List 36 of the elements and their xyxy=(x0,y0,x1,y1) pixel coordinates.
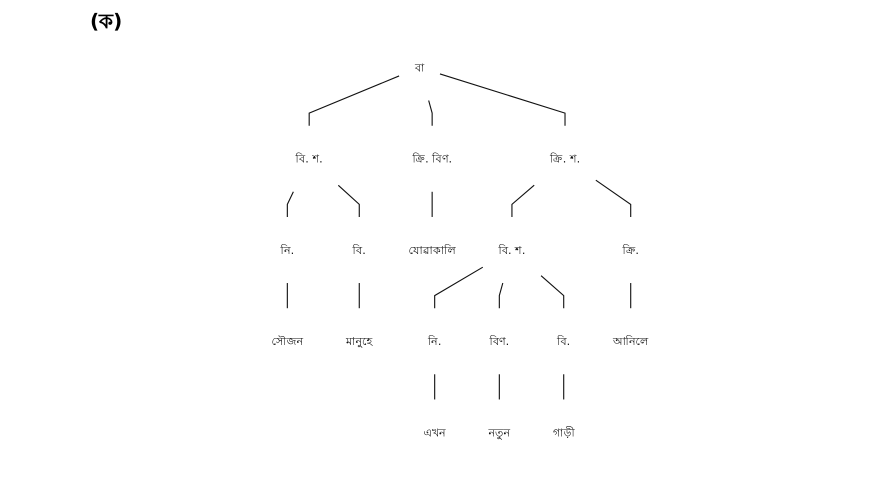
connector xyxy=(540,275,564,308)
connector xyxy=(434,266,484,308)
connector xyxy=(358,283,360,308)
node-text: বি. শ. xyxy=(498,243,526,257)
node-text: বা xyxy=(414,60,424,74)
node-text: সৌজন xyxy=(271,334,304,348)
node-text: নি. xyxy=(428,334,442,348)
connector xyxy=(498,282,504,308)
connector xyxy=(630,283,632,308)
connector xyxy=(308,75,400,126)
node-text: মানুহে xyxy=(346,334,373,348)
connector xyxy=(286,283,288,308)
node-text: যোৱাকালি xyxy=(408,243,456,257)
node-text: ক্রি. শ. xyxy=(550,152,580,166)
node-text: ক্রি. বিণ. xyxy=(412,152,452,166)
connector xyxy=(440,73,566,126)
connector xyxy=(434,374,436,400)
node-text: বিণ. xyxy=(489,334,510,348)
connector xyxy=(511,184,535,217)
connector xyxy=(286,192,294,217)
node-text: আনিলে xyxy=(612,334,649,348)
node-text: বি. শ. xyxy=(296,152,323,166)
connector xyxy=(428,100,433,126)
node-text: বি. xyxy=(557,334,570,348)
node-text: বি. xyxy=(352,243,366,257)
connector xyxy=(338,184,360,217)
node-text: ক্রি. xyxy=(622,243,639,257)
connector xyxy=(563,374,564,400)
node-text: নতুন xyxy=(488,426,510,440)
node-text: নি. xyxy=(280,243,294,257)
connector xyxy=(498,374,500,400)
panel-label: (ক) xyxy=(90,8,122,35)
node-text: এখন xyxy=(423,426,446,440)
connector xyxy=(596,180,632,217)
node-text: গাড়ী xyxy=(552,426,575,440)
connector xyxy=(432,192,433,217)
